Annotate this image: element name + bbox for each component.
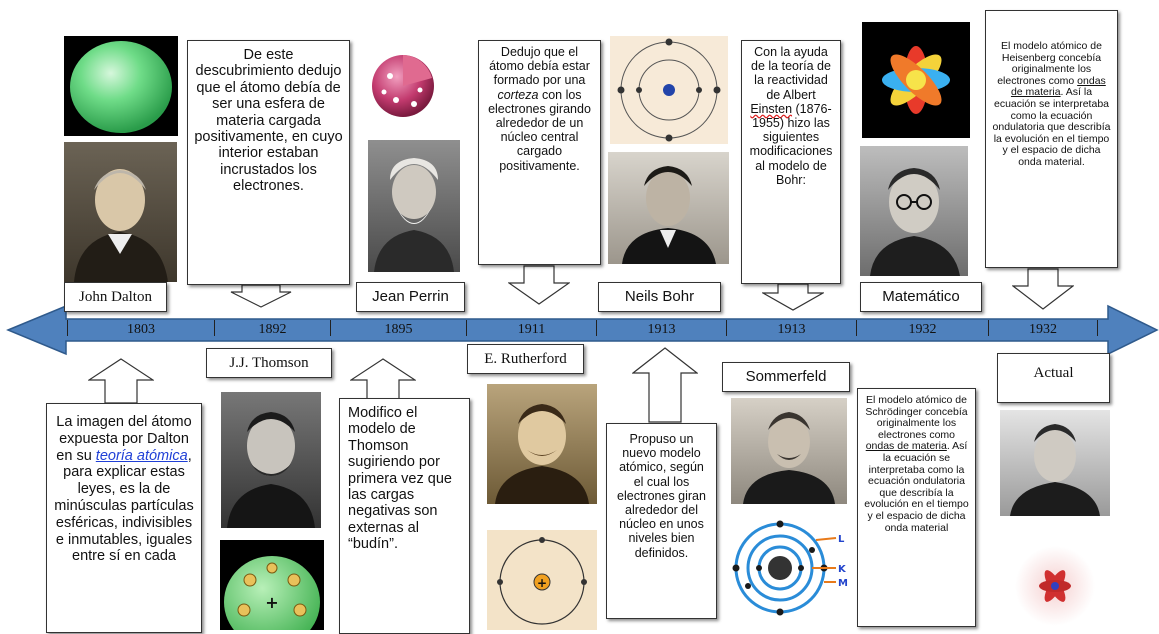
rutherford-portrait: [487, 384, 597, 504]
sommerfeld-portrait: [731, 398, 847, 504]
year-tick: [67, 320, 68, 336]
shell-label-l: L: [838, 534, 845, 545]
actual-name-label: Actual: [997, 353, 1110, 403]
thomson-portrait: [221, 392, 321, 528]
year-label: 1895: [384, 322, 413, 337]
rutherford-nucleus-plus: +: [537, 576, 547, 590]
actual-portrait: [1000, 410, 1110, 516]
heisenberg-description-text-b: . Así la ecuación se interpretaba como l…: [992, 86, 1111, 168]
perrin-atom-sphere-image: [370, 40, 436, 132]
year-label: 1913: [647, 322, 676, 337]
year-tick: [856, 320, 857, 336]
callout-arrow-down: [1012, 268, 1074, 310]
shell-label-k: K: [838, 564, 847, 575]
bohr-orbit-diagram: [610, 36, 728, 144]
callout-arrow-down: [762, 283, 824, 311]
year-label: 1803: [127, 322, 155, 337]
dalton-portrait: [64, 142, 177, 282]
teoria-atomica-link[interactable]: teoría atómica: [95, 447, 188, 464]
plus-sign-label: +: [265, 593, 278, 612]
callout-arrow-up: [350, 358, 416, 400]
year-tick: [330, 320, 331, 336]
year-tick: [1097, 320, 1098, 336]
quantum-orbital-image: [1000, 540, 1110, 628]
sommerfeld-description: Con la ayuda de la teoría de la reactivi…: [741, 40, 841, 284]
callout-arrow-down: [508, 265, 570, 305]
bohr-description: Propuso un nuevo modelo atómico, según e…: [606, 423, 717, 619]
perrin-portrait: [368, 140, 460, 272]
rutherford-description-emphasis: corteza: [497, 87, 539, 102]
thomson-plum-pudding-image: +: [220, 540, 324, 630]
dalton-description: La imagen del átomo expuesta por Dalton …: [46, 403, 202, 633]
orbital-image: [862, 22, 970, 138]
perrin-name-label: Jean Perrin: [356, 282, 465, 312]
year-tick: [988, 320, 989, 336]
year-tick: [726, 320, 727, 336]
callout-arrow-down: [230, 284, 292, 308]
dalton-name-label: John Dalton: [64, 282, 167, 312]
rutherford-name-label: E. Rutherford: [467, 344, 584, 374]
shell-label-m: M: [838, 578, 848, 589]
schrodinger-portrait: [860, 146, 968, 276]
heisenberg-description: El modelo atómico de Heisenberg concebía…: [985, 10, 1118, 268]
heisenberg-ondas-de-materia: ondas de materia: [1010, 74, 1106, 99]
rutherford-description-text-b: con los electrones girando alrededor de …: [488, 87, 591, 173]
year-tick: [214, 320, 215, 336]
year-label: 1913: [777, 322, 806, 337]
dalton-atom-sphere-image: [64, 36, 178, 136]
schrodinger-description-text-a: El modelo atómico de Schrödinger concebí…: [865, 394, 968, 441]
bohr-portrait: [608, 152, 729, 264]
bohr-name-label: Neils Bohr: [598, 282, 721, 312]
thomson-description: De este descubrimiento dedujo que el áto…: [187, 40, 350, 285]
dalton-description-text-b: , para explicar estas leyes, es la de mi…: [54, 447, 194, 565]
year-label: 1932: [1029, 322, 1057, 337]
heisenberg-description-text-a: El modelo atómico de Heisenberg concebía…: [997, 40, 1102, 87]
year-label: 1911: [517, 322, 546, 337]
perrin-description-text: Modifico el modelo de Thomson sugiriendo…: [348, 405, 452, 553]
sommerfeld-name-label: Sommerfeld: [722, 362, 850, 392]
rutherford-description-text-a: Dedujo que el átomo debía estar formado …: [489, 45, 590, 88]
callout-arrow-up: [632, 347, 698, 423]
schrodinger-description: El modelo atómico de Schrödinger concebí…: [857, 388, 976, 627]
einstein-misspelled-word: Einsten: [750, 101, 793, 116]
thomson-name-label: J.J. Thomson: [206, 348, 332, 378]
year-tick: [466, 320, 467, 336]
sommerfeld-description-text-a: Con la ayuda de la teoría de la reactivi…: [751, 45, 831, 102]
year-tick: [596, 320, 597, 336]
year-label: 1932: [908, 322, 937, 337]
perrin-description: Modifico el modelo de Thomson sugiriendo…: [339, 398, 470, 634]
rutherford-description: Dedujo que el átomo debía estar formado …: [478, 40, 601, 265]
schrodinger-description-text-b: . Así la ecuación se interpretaba como l…: [864, 440, 969, 534]
callout-arrow-up: [88, 358, 154, 404]
matematico-name-label: Matemático: [860, 282, 982, 312]
rutherford-atom-image: +: [487, 530, 597, 630]
schrodinger-ondas-de-materia: ondas de materia: [865, 440, 947, 453]
timeline-arrow: [6, 304, 1159, 356]
year-label: 1892: [258, 322, 287, 337]
sommerfeld-description-text-b: (1876-1955) hizo las siguientes modifica…: [749, 101, 833, 187]
dalton-description-text-a: La imagen del átomo expuesta por Dalton …: [56, 414, 192, 464]
